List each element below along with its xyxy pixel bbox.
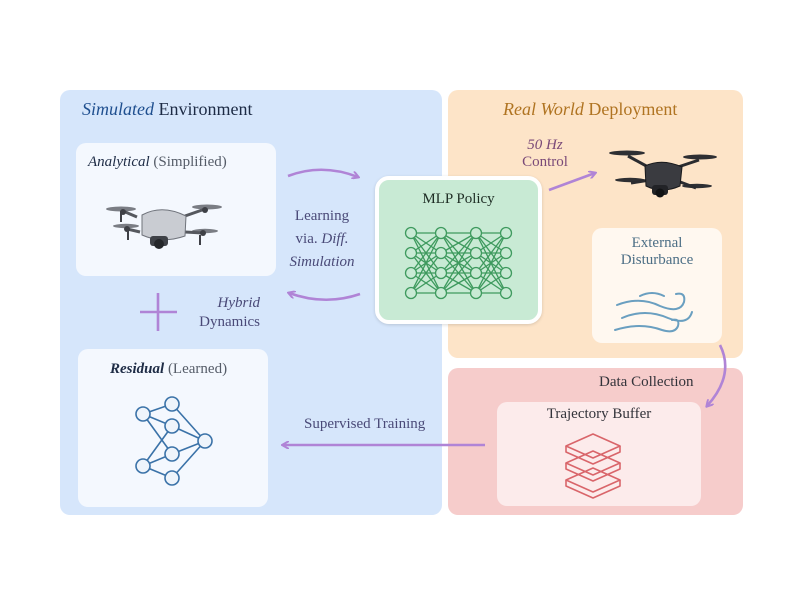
plus-icon [140,293,177,331]
mlp-connection [440,232,477,294]
mlp-neuron [434,246,448,260]
mlp-neuron [404,286,418,300]
stacked-layers-icon [565,433,621,499]
simulated-environment-title: Simulated Environment [82,99,253,119]
wind-icon [614,292,693,333]
disturbance-card [592,228,722,343]
mlp-connection [440,232,477,274]
mlp-connection [475,232,507,274]
data-collection-arrow [707,344,727,406]
mlp-neuron [499,266,513,280]
neural-network-icon [135,396,213,486]
mlp-neuron [434,266,448,280]
mlp-neuron [469,286,483,300]
real-world-deployment-title: Real World Deployment [503,99,678,119]
mlp-neuron [404,246,418,260]
mlp-connection [410,232,442,294]
analytical-label: Analytical (Simplified) [88,154,227,170]
supervised-training-label: Supervised Training [304,416,426,432]
mlp-neuron [499,246,513,260]
learning-forward-arrow [287,168,358,177]
mlp-neuron [404,226,418,240]
mlp-connection [475,232,507,294]
learning-label: Learning via. Diff. Simulation [289,208,355,270]
mlp-policy-title: MLP Policy [422,191,495,207]
control-arrow [548,173,595,192]
mlp-connection [440,252,477,294]
mlp-connection [410,232,442,274]
mlp-neuron [404,266,418,280]
trajectory-buffer-title: Trajectory Buffer [546,406,652,422]
mlp-neuron [499,226,513,240]
mlp-neuron [499,286,513,300]
residual-label: Residual (Learned) [110,361,228,377]
mlp-neuron [469,266,483,280]
mlp-policy-box [375,176,542,324]
mlp-connection [440,232,477,254]
mlp-neuron [469,226,483,240]
data-collection-title: Data Collection [599,374,694,390]
mlp-neuron [434,226,448,240]
learning-backward-arrow [289,293,361,302]
mlp-connection [475,252,507,294]
quadrotor-drone-icon [609,150,717,198]
quadrotor-drone-icon [106,204,222,249]
mlp-connection [440,272,477,294]
mlp-connection [410,252,442,294]
neural-network-icon [404,226,513,300]
mlp-neuron [469,246,483,260]
mlp-neuron [434,286,448,300]
